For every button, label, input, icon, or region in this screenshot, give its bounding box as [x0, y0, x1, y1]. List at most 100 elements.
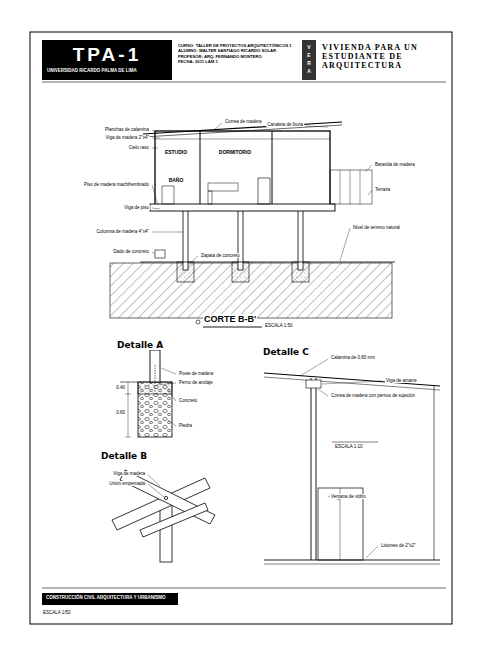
- detail-c: [306, 380, 321, 388]
- detail-a: [157, 383, 176, 385]
- title-underline: [203, 327, 262, 328]
- annotation: Viga de piso: [123, 205, 150, 210]
- leader-lines: [305, 126, 328, 127]
- detail-c: [264, 377, 440, 390]
- annotation: Terraza: [374, 187, 391, 192]
- leader-lines: [340, 228, 350, 261]
- leader-lines: [152, 208, 160, 209]
- house-section: [258, 178, 270, 204]
- house-section: [140, 262, 395, 263]
- detail-a: [168, 390, 176, 401]
- annotation: Piso de madera machihembrado: [83, 182, 150, 187]
- house-section: [140, 122, 395, 262]
- section-title: CORTE B-B': [203, 314, 257, 324]
- annotation: ESCALA 1/50: [42, 610, 72, 615]
- info-box: VERA: [302, 40, 316, 80]
- title-block: TPA-1UNIVERSIDAD RICARDO PALMA DE LIMA: [42, 40, 172, 80]
- detail-b: [148, 484, 164, 497]
- annotation: ESCALA 1:50: [264, 323, 294, 328]
- annotation: Columna de madera 4"x4": [96, 229, 150, 234]
- ground-section: [110, 263, 392, 318]
- info-box: CURSO: TALLER DE PROYECTOS ARQUITECTÓNIC…: [176, 42, 300, 76]
- columns: [238, 210, 243, 270]
- university-name: UNIVERSIDAD RICARDO PALMA DE LIMA: [47, 68, 167, 74]
- annotation: Listones de 2"x2": [380, 543, 417, 548]
- ground-section: [110, 263, 392, 318]
- annotation: BAÑO: [168, 178, 185, 184]
- annotation: Dado de concreto: [112, 249, 150, 254]
- footings: [155, 250, 165, 258]
- house-section: [208, 183, 238, 191]
- annotation: Unión empernada: [108, 481, 146, 486]
- leader-lines: [215, 123, 222, 129]
- annotation: Poste de madera: [178, 371, 214, 376]
- house-section: [155, 131, 330, 205]
- leader-lines: [365, 165, 372, 172]
- date-info: FECHA: 2011 LÁM 1: [178, 59, 298, 64]
- annotation: Concreto: [178, 398, 198, 403]
- title-underline: [196, 320, 200, 324]
- columns: [183, 210, 303, 270]
- detail-a: [120, 382, 138, 383]
- annotation: Cielo raso: [128, 145, 150, 150]
- detail-c: [318, 389, 328, 396]
- house-section: [162, 186, 174, 204]
- annotation: Ventana de vidrio: [330, 494, 367, 499]
- detail-a: [125, 437, 131, 438]
- annotation: Piedra: [178, 423, 193, 428]
- annotation: Zapata de concreto: [200, 253, 241, 258]
- columns: [183, 210, 188, 270]
- annotation: Baranda de madera: [374, 162, 416, 167]
- sheet-border: [42, 588, 446, 589]
- detail-c: [264, 373, 440, 386]
- footings: [155, 250, 309, 282]
- detail-title: Detalle B: [100, 451, 148, 461]
- detail-c: [322, 381, 383, 384]
- detail-c: [316, 378, 317, 560]
- detail-c: [366, 546, 378, 558]
- detail-a: [155, 365, 156, 392]
- detail-c: [434, 386, 435, 560]
- annotation: 0.40: [115, 385, 126, 390]
- leader-lines: [368, 190, 372, 195]
- annotation: Calamina de 0.80 mm: [330, 355, 376, 360]
- house-section: [208, 191, 212, 204]
- detail-c: [300, 359, 328, 376]
- detail-c: [264, 564, 440, 565]
- annotation: Correa de madera: [224, 119, 263, 124]
- detail-a: [128, 382, 129, 437]
- detail-b: [148, 475, 160, 486]
- leader-lines: [152, 138, 160, 139]
- student-info: ALUMNO: WALTER SANTIAGO RICARDO SOLAR: [178, 48, 298, 53]
- house-section: [350, 170, 351, 204]
- school-name: CONSTRUCCIÓN CIVIL ARQUITECTURA Y URBANI…: [46, 595, 174, 601]
- leader-lines: [152, 123, 372, 263]
- detail-b: [140, 503, 208, 537]
- annotation: DORMITORIO: [218, 150, 252, 156]
- house-section: [143, 125, 342, 137]
- sheet-code: TPA-1: [47, 43, 167, 68]
- sheet-border: [30, 32, 452, 624]
- leader-lines: [152, 148, 158, 149]
- annotation: Viga de madera: [112, 471, 146, 476]
- annotation: Perno de anclaje: [178, 380, 214, 385]
- leader-lines: [152, 252, 155, 254]
- detail-a: [125, 394, 131, 395]
- house-section: [272, 131, 273, 204]
- detail-c: [332, 442, 378, 443]
- annotation: ESCALA 1:10: [334, 444, 364, 449]
- annotation: Canaleta de lluvia: [266, 122, 304, 127]
- detail-c: [311, 378, 312, 560]
- detail-b: [120, 470, 215, 524]
- detail-a: [120, 350, 176, 437]
- house-section: [200, 131, 201, 204]
- sheet-border: [42, 82, 446, 83]
- house-section: [340, 170, 341, 204]
- leader-lines: [152, 185, 158, 205]
- detail-b: [164, 496, 167, 499]
- info-box: VIVIENDA PARA UN ESTUDIANTE DE ARQUITECT…: [319, 42, 447, 78]
- columns: [298, 210, 303, 270]
- vertical-tag: VERA: [307, 43, 312, 75]
- annotation: Viga de amarre: [385, 378, 418, 383]
